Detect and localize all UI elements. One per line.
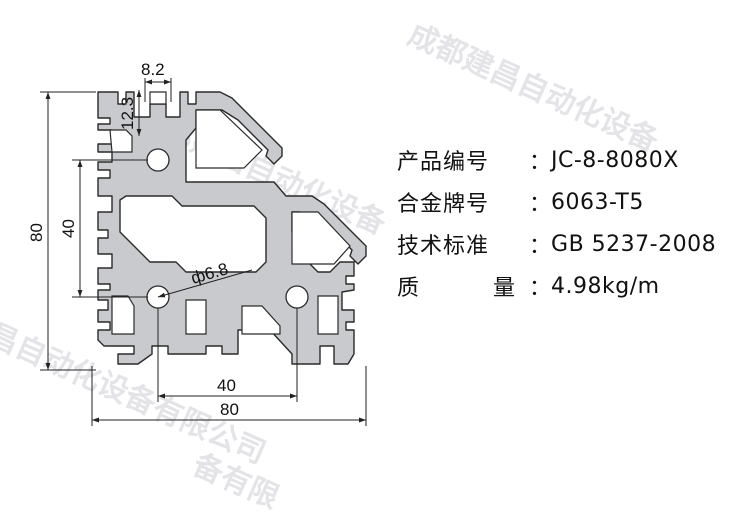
pocket-right <box>291 211 351 265</box>
pocket-bottom-left <box>111 295 135 335</box>
dim-label-width-40: 40 <box>217 376 236 395</box>
spec-value-weight: 4.98kg/m <box>551 273 660 299</box>
dim-width-40 <box>157 308 298 402</box>
spec-label: 技术标准 <box>397 234 490 259</box>
spec-label-right: 量 <box>492 276 515 301</box>
spec-label: 质 量 <box>397 270 515 302</box>
dim-width-80 <box>91 366 367 426</box>
pocket-bottom-right <box>241 305 281 335</box>
spec-value-alloy: 6063-T5 <box>551 189 644 215</box>
dim-slot-width <box>144 78 172 102</box>
spec-row-product-code: 产品编号 ： JC-8-8080X <box>397 139 742 181</box>
spec-value-product-code: JC-8-8080X <box>551 147 679 173</box>
spec-separator: ： <box>529 234 552 259</box>
dim-height-40 <box>72 159 148 298</box>
dim-label-width-80: 80 <box>220 400 239 419</box>
dim-label-height-80: 80 <box>27 223 46 242</box>
spec-row-weight: 质 量 ： 4.98kg/m <box>397 265 742 307</box>
spec-separator: ： <box>529 276 552 301</box>
spec-label-left: 质 <box>397 276 420 301</box>
profile-cross-section <box>97 91 367 365</box>
profile-core-cavity <box>119 195 267 273</box>
dim-label-height-40: 40 <box>59 219 78 238</box>
spec-separator: ： <box>529 150 552 175</box>
dim-label-8-2: 8.2 <box>141 60 165 79</box>
dim-hole-diameter <box>157 269 253 298</box>
spec-value-standard: GB 5237-2008 <box>551 231 717 257</box>
pocket-right-bottom <box>317 295 339 335</box>
spec-label: 产品编号 <box>397 150 490 175</box>
hole-right <box>285 285 309 309</box>
slot-top <box>149 91 167 105</box>
pocket-top-right <box>195 109 263 169</box>
spec-label: 合金牌号 <box>397 192 490 217</box>
spec-row-standard: 技术标准 ： GB 5237-2008 <box>397 223 742 265</box>
spec-list: 产品编号 ： JC-8-8080X 合金牌号 ： 6063-T5 技术标准 ： … <box>397 139 742 307</box>
profile-drawing: 8.2 12.3 80 40 ф6.8 40 80 <box>27 60 367 426</box>
spec-separator: ： <box>529 192 552 217</box>
spec-row-alloy: 合金牌号 ： 6063-T5 <box>397 181 742 223</box>
hole-top <box>146 148 170 172</box>
dim-label-12-3: 12.3 <box>118 97 137 130</box>
pocket-bottom-mid <box>185 299 207 335</box>
pocket-left-1 <box>109 129 133 153</box>
dim-height-80 <box>40 91 96 371</box>
